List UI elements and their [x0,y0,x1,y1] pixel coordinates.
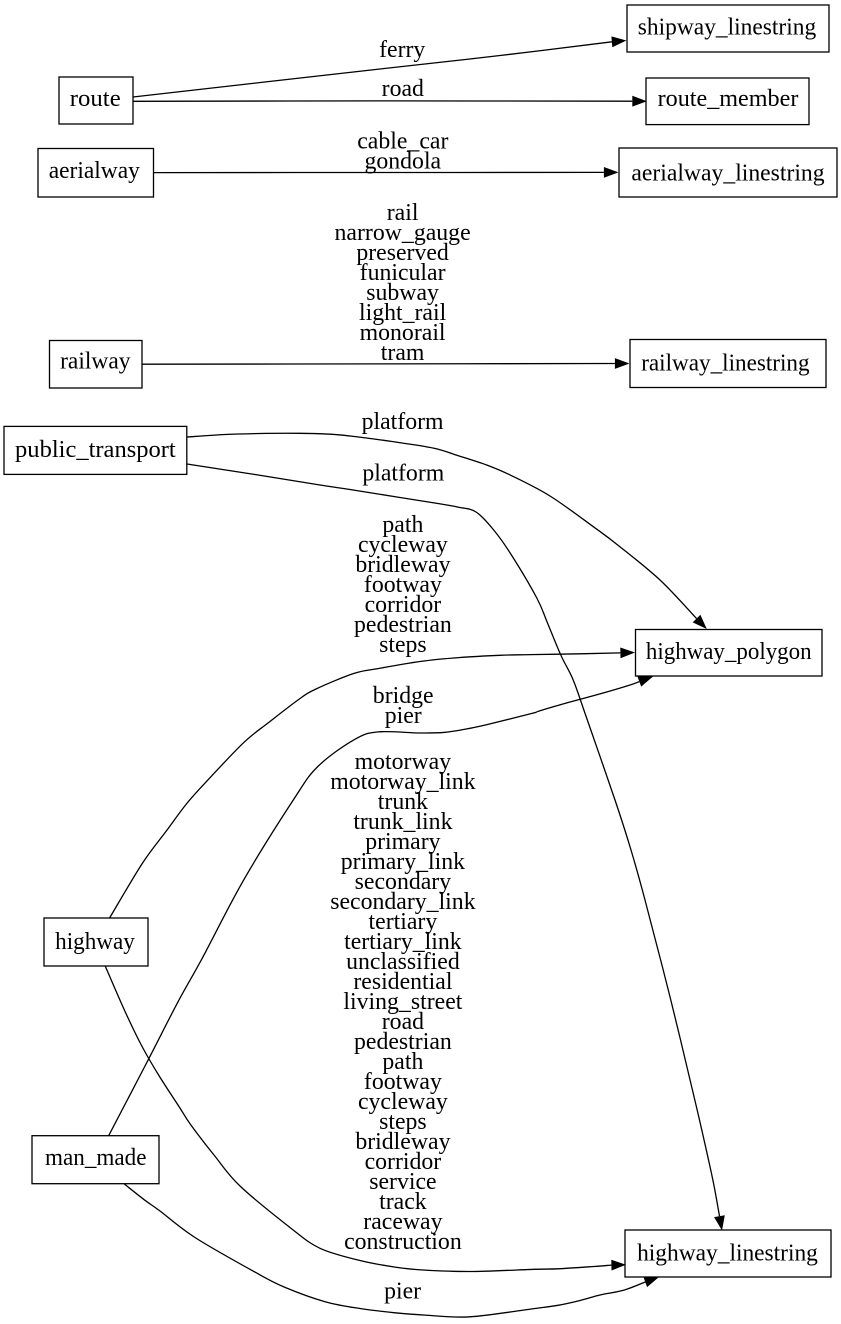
svg-text:railway: railway [60,349,130,375]
svg-text:trunk_link: trunk_link [353,809,452,835]
svg-text:primary_link: primary_link [341,849,465,875]
svg-text:shipway_linestring: shipway_linestring [638,15,816,41]
svg-text:monorail: monorail [360,320,446,346]
svg-text:gondola: gondola [364,148,441,174]
svg-text:rail: rail [387,200,419,226]
svg-text:highway_linestring: highway_linestring [637,1241,818,1267]
svg-text:path: path [382,1049,423,1075]
svg-text:funicular: funicular [360,260,446,286]
svg-text:light_rail: light_rail [359,300,447,326]
svg-text:route: route [70,86,121,112]
svg-text:narrow_gauge: narrow_gauge [335,220,471,246]
svg-text:road: road [382,76,424,102]
svg-text:motorway_link: motorway_link [330,769,476,795]
svg-text:road: road [382,1009,424,1035]
svg-text:trunk: trunk [378,789,428,815]
svg-text:tram: tram [381,340,425,366]
svg-text:footway: footway [364,572,442,598]
svg-text:highway_polygon: highway_polygon [646,639,812,665]
svg-text:aerialway_linestring: aerialway_linestring [631,160,824,186]
svg-text:platform: platform [362,461,444,487]
svg-text:pier: pier [384,1278,421,1304]
svg-text:path: path [382,512,423,538]
svg-text:secondary: secondary [355,869,452,895]
svg-text:man_made: man_made [45,1145,147,1171]
svg-text:service: service [369,1169,436,1195]
svg-text:cycleway: cycleway [358,1089,448,1115]
svg-text:route_member: route_member [658,86,799,112]
svg-text:subway: subway [366,280,439,306]
svg-text:pedestrian: pedestrian [354,612,452,638]
svg-text:bridleway: bridleway [355,552,450,578]
svg-text:residential: residential [353,969,453,995]
svg-text:secondary_link: secondary_link [330,889,475,915]
svg-text:primary: primary [365,829,440,855]
svg-text:tertiary_link: tertiary_link [344,929,462,955]
svg-text:platform: platform [362,409,444,435]
svg-text:footway: footway [364,1069,442,1095]
svg-text:living_street: living_street [343,989,462,1015]
svg-text:aerialway: aerialway [49,158,140,184]
svg-text:raceway: raceway [363,1209,442,1235]
svg-text:corridor: corridor [365,592,442,618]
svg-text:pier: pier [385,703,422,729]
svg-text:pedestrian: pedestrian [354,1029,452,1055]
svg-text:motorway: motorway [355,749,452,775]
svg-text:steps: steps [379,632,427,658]
svg-text:tertiary: tertiary [369,909,438,935]
svg-text:cable_car: cable_car [357,128,448,154]
svg-text:public_transport: public_transport [15,437,176,463]
svg-text:cycleway: cycleway [358,532,448,558]
svg-text:track: track [379,1189,427,1215]
svg-text:corridor: corridor [365,1149,442,1175]
svg-text:bridleway: bridleway [355,1129,450,1155]
svg-text:unclassified: unclassified [346,949,460,975]
svg-text:ferry: ferry [379,37,425,63]
svg-text:steps: steps [379,1109,427,1135]
svg-text:railway_linestring: railway_linestring [641,350,809,376]
svg-text:highway: highway [55,929,135,955]
svg-text:bridge: bridge [373,683,434,709]
svg-text:preserved: preserved [356,240,449,266]
svg-text:construction: construction [344,1229,462,1255]
